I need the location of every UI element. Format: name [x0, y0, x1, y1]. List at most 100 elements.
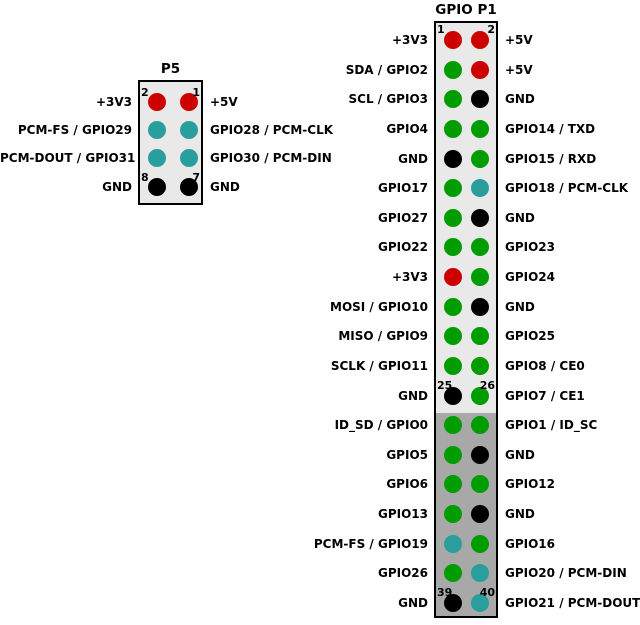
pin-row: PCM-DOUT / GPIO31 GPIO30 / PCM-DIN: [0, 144, 640, 172]
pin-row: GPIO22 GPIO23: [0, 233, 640, 263]
pin-dot-left: [443, 268, 462, 287]
pin-row: GPIO5 GND: [0, 440, 640, 470]
pin-label-left: GPIO13: [377, 507, 428, 522]
pin-label-right: GND: [505, 210, 535, 225]
pin-dot-left: [443, 356, 462, 375]
pin-dot-left: [443, 238, 462, 257]
pin-dot-left: [443, 475, 462, 494]
pin-dot-left: [443, 30, 462, 49]
pin-dot-left: [148, 149, 166, 168]
pin-row: GND 39 40 GPIO21 / PCM-DOUT: [0, 586, 640, 618]
pin-label-left: PCM-FS / GPIO29: [17, 123, 132, 137]
pin-label-left: SCL / GPIO3: [348, 92, 429, 107]
pin-label-right: GPIO1 / ID_SC: [505, 418, 598, 433]
pin-label-right: GND: [505, 299, 535, 314]
pin-label-left: +3V3: [95, 94, 132, 109]
pin-number-right: 26: [479, 378, 495, 392]
pin-label-left: PCM-FS / GPIO19: [313, 536, 428, 551]
pin-row: SDA / GPIO2 +5V: [0, 55, 640, 85]
pin-label-right: GPIO16: [505, 536, 556, 551]
pin-label-left: SCLK / GPIO11: [330, 358, 428, 373]
pin-number-left: 2: [141, 85, 149, 99]
pin-dot-right: [470, 475, 489, 494]
pin-row: GPIO13 GND: [0, 499, 640, 529]
pin-dot-right: [470, 416, 489, 435]
pin-dot-left: [443, 208, 462, 227]
pin-dot-right: [470, 268, 489, 287]
pin-label-right: GND: [505, 92, 535, 107]
pin-dot-left: [443, 179, 462, 198]
p1-header-title: GPIO P1: [435, 2, 497, 18]
pin-number-left: 1: [437, 23, 445, 37]
pin-label-left: GPIO5: [386, 447, 428, 462]
pin-label-right: GPIO12: [505, 477, 556, 492]
pin-dot-right: [470, 356, 489, 375]
pin-dot-right: [470, 179, 489, 198]
pin-label-right: GPIO25: [505, 329, 556, 344]
pin-label-right: GPIO8 / CE0: [505, 358, 585, 373]
pin-dot-right: [470, 149, 489, 168]
pin-label-right: GPIO18 / PCM-CLK: [505, 181, 629, 196]
pin-dot-left: [443, 416, 462, 435]
pin-dot-right: [179, 149, 198, 168]
pin-label-right: GND: [210, 179, 240, 194]
pin-label-left: GPIO4: [386, 121, 428, 136]
pin-label-right: GPIO14 / TXD: [505, 121, 596, 136]
pin-dot-left: [443, 564, 462, 583]
pin-dot-left: [443, 386, 462, 405]
pin-label-left: PCM-DOUT / GPIO31: [0, 151, 136, 166]
pin-label-left: MISO / GPIO9: [338, 329, 428, 344]
pin-label-left: GPIO22: [377, 240, 428, 255]
pin-row: MISO / GPIO9 GPIO25: [0, 322, 640, 352]
pin-dot-right: [470, 593, 489, 612]
pin-label-right: GND: [505, 507, 535, 522]
pin-row: GND GPIO15 / RXD: [0, 144, 640, 174]
pin-label-right: GPIO21 / PCM-DOUT: [505, 595, 640, 610]
pin-dot-left: [443, 297, 462, 316]
pin-number-right: 7: [192, 170, 200, 184]
pin-dot-left: [148, 92, 166, 111]
pin-row: GPIO26 GPIO20 / PCM-DIN: [0, 559, 640, 589]
pin-label-left: ID_SD / GPIO0: [334, 418, 428, 433]
pin-label-right: GPIO7 / CE1: [505, 388, 585, 403]
pin-row: ID_SD / GPIO0 GPIO1 / ID_SC: [0, 410, 640, 440]
pin-row: +3V3 1 2 +5V: [0, 23, 640, 55]
pin-dot-left: [443, 445, 462, 464]
pin-label-left: GPIO6: [386, 477, 428, 492]
pin-dot-right: [470, 445, 489, 464]
pin-label-left: GPIO17: [377, 181, 428, 196]
pin-dot-right: [179, 92, 198, 111]
pin-dot-left: [148, 177, 166, 196]
pin-label-left: SDA / GPIO2: [345, 62, 428, 77]
pin-dot-left: [443, 505, 462, 524]
p5-header-title: P5: [160, 61, 181, 77]
pin-row: GPIO6 GPIO12: [0, 470, 640, 500]
pin-dot-right: [470, 386, 489, 405]
pin-label-left: GND: [398, 151, 428, 166]
pin-label-right: GND: [505, 447, 535, 462]
pin-number-right: 1: [192, 85, 200, 99]
pin-dot-right: [470, 60, 489, 79]
pin-label-right: GPIO20 / PCM-DIN: [505, 566, 627, 581]
pin-number-left: 25: [437, 378, 453, 392]
pin-row: SCLK / GPIO11 GPIO8 / CE0: [0, 351, 640, 381]
pin-label-left: GND: [398, 595, 428, 610]
pin-dot-right: [179, 121, 198, 139]
pin-label-left: +3V3: [391, 32, 428, 47]
pin-dot-left: [443, 534, 462, 553]
pin-dot-left: [443, 119, 462, 138]
pin-row: PCM-FS / GPIO19 GPIO16: [0, 529, 640, 559]
pin-dot-left: [443, 327, 462, 346]
pin-dot-left: [443, 149, 462, 168]
pin-label-right: +5V: [210, 94, 238, 109]
pin-number-left: 8: [141, 170, 149, 184]
pin-number-right: 40: [479, 586, 495, 600]
pin-row: GND 8 7 GND: [0, 170, 640, 201]
pin-number-left: 39: [437, 586, 453, 600]
pin-dot-left: [443, 60, 462, 79]
pin-dot-right: [470, 238, 489, 257]
pin-row: GPIO27 GND: [0, 203, 640, 233]
pin-row: MOSI / GPIO10 GND: [0, 292, 640, 322]
pin-dot-right: [470, 534, 489, 553]
